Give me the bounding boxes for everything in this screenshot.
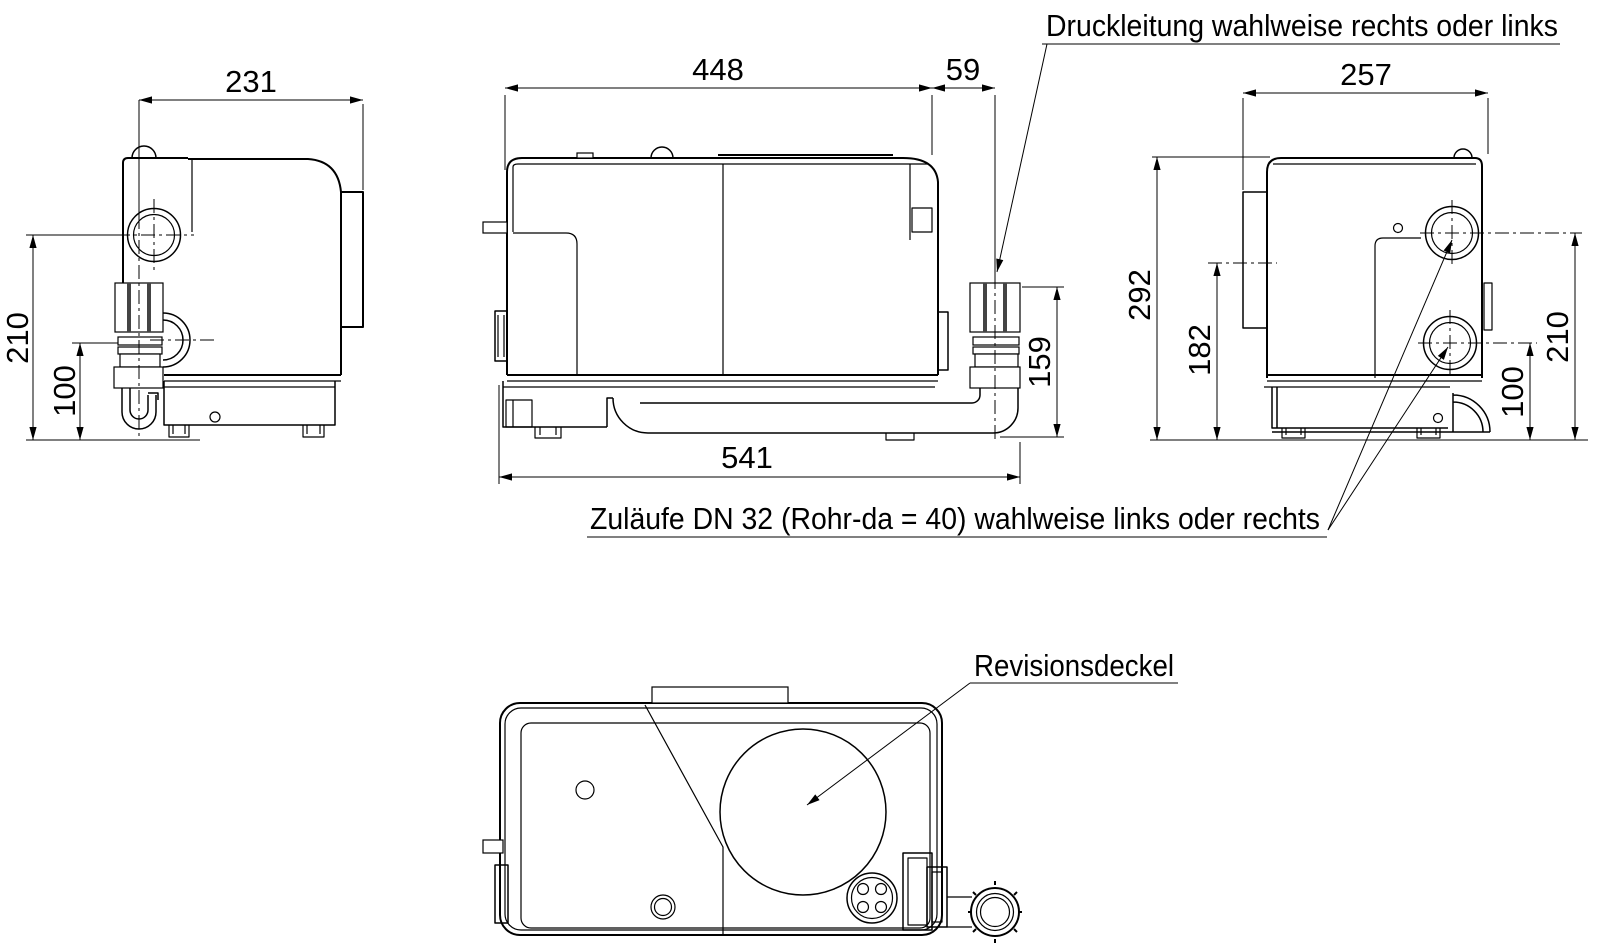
label-inspection-cover: Revisionsdeckel [974, 648, 1174, 683]
outlet-pipe-bend [121, 388, 159, 430]
connector-hole-3 [856, 900, 870, 914]
label-pressure-line: Druckleitung wahlweise rechts oder links [1046, 8, 1558, 43]
ext-lines [498, 95, 1064, 484]
base-inner-box [505, 399, 533, 428]
outlet-union-stripe [127, 283, 131, 332]
base-outline [502, 381, 613, 428]
pressure-thread-band1 [972, 336, 1020, 346]
dim-right-inlet-low: 100 [1495, 366, 1530, 418]
dim-left-height: 210 [0, 312, 35, 364]
vent-hole [575, 780, 595, 800]
drain-outer [650, 894, 676, 920]
ext-lines [1150, 98, 1588, 441]
pressure-union-stripe2 [1003, 283, 1007, 332]
right-side-view: 257 292 182 100 210 [1122, 57, 1588, 441]
left-bracket-inner [497, 315, 505, 357]
outlet-thread-band2 [117, 346, 163, 355]
outlet-nut-outer [970, 887, 1020, 937]
tank-bottom-lines [503, 380, 938, 388]
body-outline [1266, 157, 1483, 378]
outlet-thread-band1 [117, 336, 163, 346]
outlet-bracket-2 [907, 857, 928, 926]
label-inlets: Zuläufe DN 32 (Rohr-da = 40) wahlweise l… [590, 501, 1320, 536]
lid-seam [644, 704, 724, 935]
housing-wall-line [504, 707, 938, 931]
foot-left [168, 425, 190, 438]
base-outline [1271, 387, 1448, 429]
dim-right-inlet-high: 210 [1540, 311, 1575, 363]
right-bracket [937, 311, 949, 371]
pressure-line-leader [996, 43, 1048, 273]
left-bracket [494, 310, 508, 362]
side-port-crosshair [116, 199, 194, 271]
connector-hole-2 [874, 882, 888, 896]
foot-right [1416, 428, 1441, 439]
dim-front-offset: 59 [946, 52, 980, 87]
tank-panel-line [1374, 237, 1421, 378]
inspection-cover-circle [719, 728, 887, 896]
outlet-shaft [947, 896, 972, 928]
pressure-thread-band2 [972, 346, 1020, 355]
dim-right-inlet-rear: 182 [1182, 324, 1217, 376]
body-outline [506, 157, 939, 375]
dim-left-width: 231 [225, 64, 277, 99]
pressure-neck [974, 353, 1019, 368]
rear-housing-box [1242, 191, 1268, 329]
dim-front-width: 448 [692, 52, 744, 87]
cable-connector-inner [850, 876, 894, 920]
dim-right-depth: 257 [1340, 57, 1392, 92]
tank-bottom-lines [164, 380, 341, 388]
left-pin-tab [482, 839, 504, 854]
top-dome [1453, 148, 1473, 159]
inlets-leader-low [1327, 346, 1449, 531]
discharge-pipe [612, 388, 1019, 434]
lid-inner-line [512, 163, 928, 232]
right-panel-box [911, 207, 933, 233]
outlet-bracket-4 [931, 871, 943, 923]
body-outline [122, 157, 364, 375]
screw-hole [1392, 222, 1404, 234]
left-side-view: 231 210 100 [0, 64, 364, 441]
outlet-nut-mid [975, 892, 1015, 932]
outlet-nut-knurls [968, 881, 1022, 943]
left-bracket [494, 864, 509, 924]
tank-bottom-lines [1264, 380, 1482, 388]
port-centerlines [1208, 200, 1582, 377]
dim-right-height: 292 [1122, 269, 1157, 321]
outlet-neck [119, 353, 161, 368]
top-view [482, 686, 1022, 943]
foot-left [1281, 428, 1306, 439]
dim-front-total: 541 [721, 440, 773, 475]
inspection-cover-leader [806, 682, 971, 806]
outlet-union-stripe2 [147, 283, 151, 332]
base-screw-hole [1432, 412, 1444, 424]
cable-dome [650, 146, 674, 159]
connector-hole-1 [856, 882, 870, 896]
front-view: 448 59 159 541 [482, 52, 1064, 484]
annotations: Druckleitung wahlweise rechts oder links… [587, 8, 1560, 806]
elbow-quarter [1272, 393, 1491, 433]
cable-connector-outer [846, 872, 898, 924]
dim-left-outlet: 100 [47, 365, 82, 417]
inlets-leader-high [1327, 239, 1453, 531]
drain-inner [653, 897, 673, 917]
top-dome [131, 145, 157, 159]
tank-panel-line [513, 232, 578, 375]
top-tab [651, 686, 789, 704]
base-screw-hole [209, 411, 221, 423]
lid-tab [576, 152, 594, 159]
foot-right [302, 425, 325, 438]
ext-lines [26, 104, 364, 441]
edge-bracket [1483, 282, 1493, 331]
foot-left-tab [534, 427, 562, 439]
connector-hole-4 [874, 900, 888, 914]
dim-front-outlet-height: 159 [1022, 336, 1057, 388]
outlet-nut-inner [979, 896, 1011, 928]
base-outline [163, 381, 336, 426]
left-pin-tab [482, 221, 508, 234]
pressure-union-stripe [983, 283, 987, 332]
housing-inner-face [520, 722, 931, 929]
foot-right-tab [885, 433, 915, 441]
